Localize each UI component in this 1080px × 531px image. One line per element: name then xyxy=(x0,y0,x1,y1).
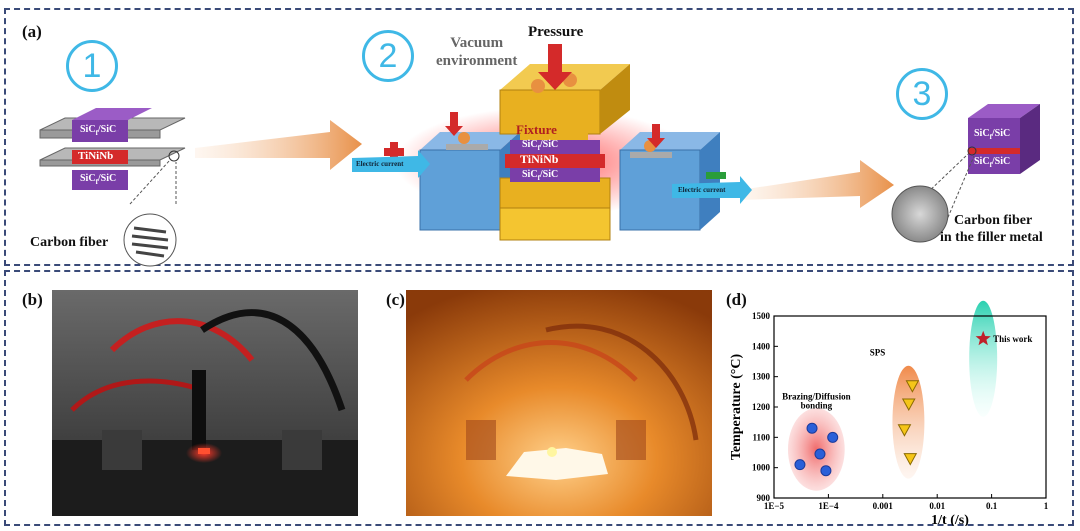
y-axis-label: Temperature (°C) xyxy=(729,354,744,461)
layer-label-sic-bottom: SiCf/SiC xyxy=(80,173,117,186)
data-point-brazing xyxy=(820,465,832,477)
x-tick-label: 0.001 xyxy=(873,501,894,511)
temperature-vs-time-chart: 900 1000 1100 1200 1300 1400 1500 1E−5 1E−4 0.001… xyxy=(729,300,1049,526)
step-2-badge: 2 xyxy=(362,30,414,82)
pressure-label: Pressure xyxy=(528,24,584,40)
y-tick-label: 1400 xyxy=(752,341,771,351)
sps-label-sic-bottom: SiCf/SiC xyxy=(522,169,559,182)
step-3-badge: 3 xyxy=(896,68,948,120)
y-tick-label: 1100 xyxy=(752,432,770,442)
x-tick-label: 0.01 xyxy=(929,501,945,511)
x-tick-label: 1E−4 xyxy=(818,501,839,511)
vacuum-line2: environment xyxy=(436,53,518,69)
layer-label-sic-top: SiCf/SiC xyxy=(80,124,117,137)
data-point-sps xyxy=(905,380,920,393)
data-point-sps xyxy=(897,424,912,437)
group-label-brazing-line2: bonding xyxy=(801,401,833,411)
layer-label-tininb: TiNiNb xyxy=(78,150,114,162)
carbon-fiber-filler-line2: in the filler metal xyxy=(940,230,1043,245)
step1-stack xyxy=(39,108,186,267)
panel-b-label: (b) xyxy=(22,290,43,309)
vacuum-line1: Vacuum xyxy=(450,35,504,51)
panel-bcd xyxy=(4,270,1074,526)
group-label-this-work: This work xyxy=(993,334,1032,344)
electric-current-left: Electric current xyxy=(356,160,404,168)
data-point-brazing xyxy=(794,459,806,471)
photo-b-apparatus xyxy=(52,290,358,516)
group-region-1 xyxy=(892,365,925,479)
x-axis-label: 1/t (/s) xyxy=(931,513,969,526)
data-point-sps xyxy=(903,453,918,466)
electric-current-right: Electric current xyxy=(678,186,726,194)
group-region-0 xyxy=(787,408,845,491)
y-tick-label: 1200 xyxy=(752,402,771,412)
panel-a-label: (a) xyxy=(22,22,42,41)
process-arrow-1 xyxy=(195,120,362,170)
sps-label-sic-top: SiCf/SiC xyxy=(522,139,559,152)
minus-terminal xyxy=(706,172,726,179)
group-label-sps: SPS xyxy=(870,347,886,357)
panel-d-label: (d) xyxy=(726,290,747,309)
x-tick-label: 1E−5 xyxy=(764,501,785,511)
x-tick-label: 0.1 xyxy=(986,501,998,511)
photo-c-heating xyxy=(406,290,712,516)
result-label-sic-bottom: SiCf/SiC xyxy=(974,156,1011,169)
carbon-fiber-filler-line1: Carbon fiber xyxy=(954,213,1033,228)
y-tick-label: 1000 xyxy=(752,463,771,473)
group-label-brazing-line1: Brazing/Diffusion xyxy=(782,391,851,401)
sps-label-tininb: TiNiNb xyxy=(520,152,559,166)
vacuum-label: Vacuum environment xyxy=(436,34,517,70)
y-tick-label: 1500 xyxy=(752,311,771,321)
data-point-this-work xyxy=(975,330,991,346)
carbon-fiber-filler-label: Carbon fiber in the filler metal xyxy=(940,212,1043,246)
data-point-brazing xyxy=(827,431,839,443)
group-region-2 xyxy=(969,300,998,417)
process-arrow-2 xyxy=(740,160,894,208)
carbon-fiber-label: Carbon fiber xyxy=(30,235,109,250)
step3-stack xyxy=(891,104,1040,243)
x-tick-label: 1 xyxy=(1044,501,1049,511)
data-point-brazing xyxy=(806,422,818,434)
result-label-sic-top: SiCf/SiC xyxy=(974,128,1011,141)
process-schematic xyxy=(39,44,1040,267)
sps-apparatus xyxy=(352,44,752,241)
y-tick-label: 1300 xyxy=(752,372,771,382)
data-point-brazing xyxy=(814,448,826,460)
step-1-badge: 1 xyxy=(66,40,118,92)
panel-a xyxy=(4,8,1074,266)
fixture-label: Fixture xyxy=(516,122,557,137)
data-point-sps xyxy=(901,398,916,412)
panel-c-label: (c) xyxy=(386,290,405,309)
y-tick-label: 900 xyxy=(757,493,771,503)
